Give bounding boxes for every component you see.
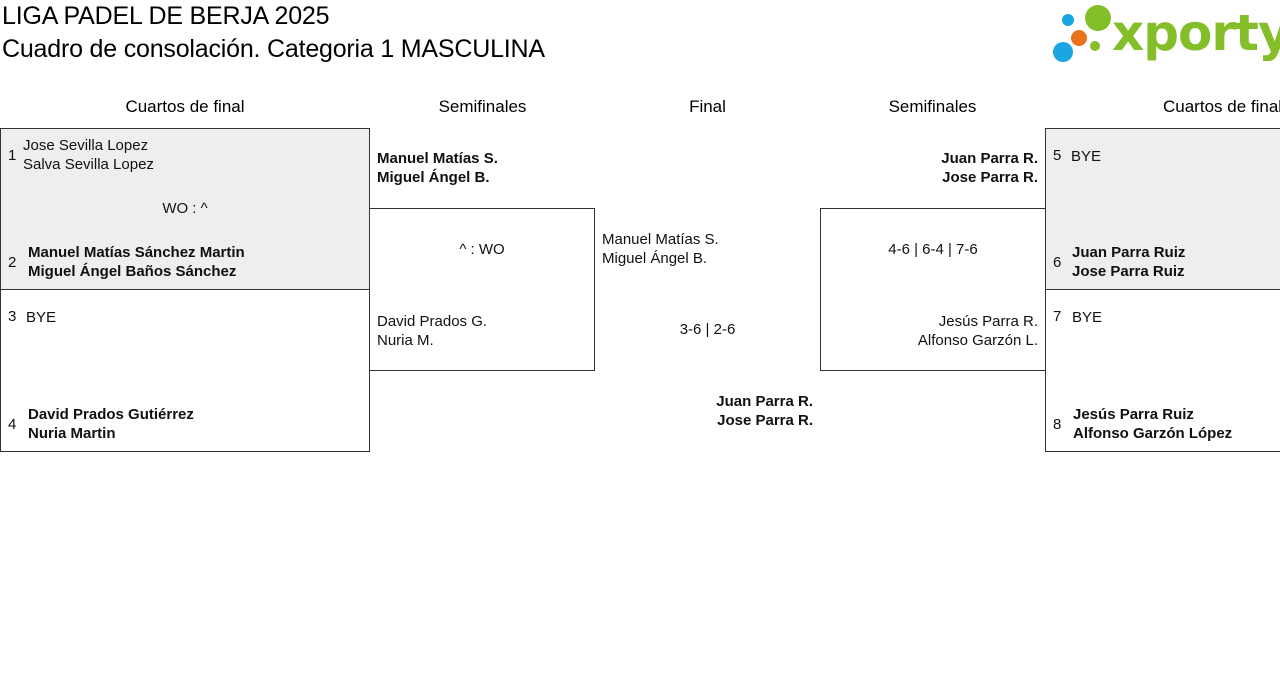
team-right-qf1-bottom: Juan Parra Ruiz Jose Parra Ruiz bbox=[1072, 243, 1185, 281]
page-subtitle: Cuadro de consolación. Categoria 1 MASCU… bbox=[2, 35, 545, 63]
player-name: Jose Parra R. bbox=[942, 169, 1038, 186]
round-left-semis: Semifinales bbox=[438, 97, 527, 116]
left-qf-match-1: 1 Jose Sevilla Lopez Salva Sevilla Lopez… bbox=[0, 128, 370, 290]
player-name: David Prados G. bbox=[377, 313, 488, 330]
player-name: Manuel Matías S. bbox=[602, 231, 719, 248]
team-left-qf1-bottom: Manuel Matías Sánchez Martin Miguel Ánge… bbox=[28, 243, 245, 281]
player-name: Miguel Ángel B. bbox=[602, 250, 708, 267]
final-score: 3-6 | 2-6 bbox=[679, 321, 736, 338]
player-name: Jose Parra Ruiz bbox=[1072, 263, 1185, 280]
match-score: ^ : WO bbox=[459, 241, 505, 258]
team-right-sf-top: Juan Parra R. Jose Parra R. bbox=[825, 149, 1038, 187]
player-name: Jose Parra R. bbox=[717, 412, 813, 429]
round-left-quarters: Cuartos de final bbox=[125, 97, 245, 116]
right-qf-match-1: 5 BYE 6 Juan Parra Ruiz Jose Parra Ruiz bbox=[1045, 128, 1280, 290]
player-name: BYE bbox=[1071, 148, 1102, 165]
team-final-bottom: Juan Parra R. Jose Parra R. bbox=[600, 392, 813, 430]
player-name: Nuria Martin bbox=[28, 425, 116, 442]
team-final-top: Manuel Matías S. Miguel Ángel B. bbox=[602, 230, 719, 268]
round-right-semis: Semifinales bbox=[888, 97, 977, 116]
seed-number: 7 bbox=[1053, 308, 1062, 325]
seed-number: 2 bbox=[8, 254, 17, 271]
player-name: Salva Sevilla Lopez bbox=[23, 156, 154, 173]
player-name: Juan Parra R. bbox=[941, 150, 1038, 167]
match-score: WO : ^ bbox=[162, 200, 208, 217]
seed-number: 8 bbox=[1053, 416, 1062, 433]
player-name: Manuel Matías Sánchez Martin bbox=[28, 244, 245, 261]
player-name: Jesús Parra Ruiz bbox=[1073, 406, 1194, 423]
team-left-sf-bottom: David Prados G. Nuria M. bbox=[377, 312, 487, 350]
player-name: Juan Parra R. bbox=[716, 393, 813, 410]
team-left-qf2-bottom: David Prados Gutiérrez Nuria Martin bbox=[28, 405, 194, 443]
player-name: Nuria M. bbox=[377, 332, 434, 349]
team-left-sf-top: Manuel Matías S. Miguel Ángel B. bbox=[377, 149, 498, 187]
xporty-logo: xporty bbox=[1050, 4, 1280, 68]
team-left-qf1-top: Jose Sevilla Lopez Salva Sevilla Lopez bbox=[23, 136, 154, 174]
logo-text: xporty bbox=[1112, 4, 1280, 62]
team-left-qf2-top: BYE bbox=[26, 308, 56, 327]
player-name: Manuel Matías S. bbox=[377, 150, 498, 167]
right-qf-match-2: 7 BYE 8 Jesús Parra Ruiz Alfonso Garzón … bbox=[1045, 289, 1280, 452]
player-name: Alfonso Garzón L. bbox=[917, 332, 1038, 349]
team-right-qf2-top: BYE bbox=[1072, 308, 1102, 327]
match-score: 4-6 | 6-4 | 7-6 bbox=[888, 241, 978, 258]
player-name: Miguel Ángel B. bbox=[377, 169, 490, 186]
team-right-sf-bottom: Jesús Parra R. Alfonso Garzón L. bbox=[827, 312, 1038, 350]
player-name: David Prados Gutiérrez bbox=[28, 406, 194, 423]
seed-number: 6 bbox=[1053, 254, 1062, 271]
player-name: BYE bbox=[26, 309, 57, 326]
seed-number: 5 bbox=[1053, 147, 1062, 164]
team-right-qf1-top: BYE bbox=[1071, 147, 1101, 166]
round-final: Final bbox=[689, 97, 726, 116]
left-qf-match-2: 3 BYE 4 David Prados Gutiérrez Nuria Mar… bbox=[0, 289, 370, 452]
seed-number: 3 bbox=[8, 308, 17, 325]
player-name: Miguel Ángel Baños Sánchez bbox=[28, 263, 237, 280]
round-right-quarters: Cuartos de final bbox=[1163, 97, 1280, 116]
seed-number: 1 bbox=[8, 147, 17, 164]
seed-number: 4 bbox=[8, 416, 17, 433]
player-name: Juan Parra Ruiz bbox=[1072, 244, 1186, 261]
right-sf-match: 4-6 | 6-4 | 7-6 Jesús Parra R. Alfonso G… bbox=[820, 208, 1046, 371]
player-name: Jesús Parra R. bbox=[938, 313, 1038, 330]
player-name: Alfonso Garzón López bbox=[1073, 425, 1233, 442]
team-right-qf2-bottom: Jesús Parra Ruiz Alfonso Garzón López bbox=[1073, 405, 1232, 443]
page-title: LIGA PADEL DE BERJA 2025 bbox=[2, 2, 330, 30]
player-name: Jose Sevilla Lopez bbox=[23, 137, 149, 154]
player-name: BYE bbox=[1072, 309, 1103, 326]
left-sf-match: ^ : WO David Prados G. Nuria M. bbox=[369, 208, 595, 371]
logo-dots-icon bbox=[1053, 5, 1111, 62]
